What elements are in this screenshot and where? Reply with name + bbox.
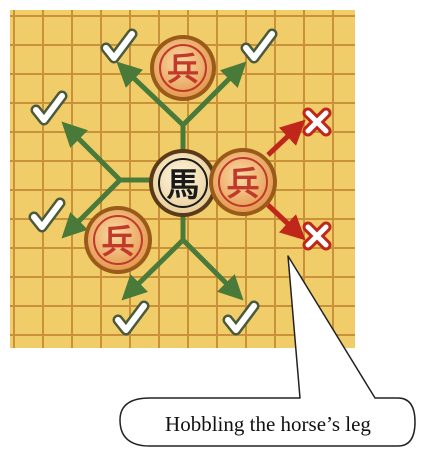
checkmark-icon bbox=[112, 300, 150, 336]
checkmark-icon bbox=[240, 28, 278, 64]
cross-icon bbox=[302, 221, 332, 251]
blocked-arrow-right-down bbox=[266, 203, 306, 241]
checkmark-icon bbox=[100, 28, 138, 64]
speech-callout: Hobbling the horse’s leg bbox=[119, 255, 416, 447]
caption-text: Hobbling the horse’s leg bbox=[165, 412, 371, 436]
checkmark-icon bbox=[30, 90, 68, 126]
pawn-right[interactable]: 兵 bbox=[209, 148, 277, 216]
checkmarks bbox=[28, 28, 278, 336]
crosses bbox=[302, 107, 332, 251]
arrow-down-right bbox=[181, 238, 244, 301]
pawn-bottom-left[interactable]: 兵 bbox=[84, 206, 152, 274]
pawn-bottom-left-char: 兵 bbox=[102, 222, 135, 261]
pawn-right-char: 兵 bbox=[227, 164, 260, 203]
cross-icon bbox=[302, 107, 332, 137]
callout-bubble bbox=[119, 255, 416, 447]
pawn-top[interactable]: 兵 bbox=[150, 35, 216, 101]
horse-piece[interactable]: 馬 bbox=[149, 149, 217, 217]
checkmark-icon bbox=[28, 197, 66, 233]
allowed-move-arrows bbox=[61, 61, 247, 301]
blocked-move-arrows bbox=[266, 119, 306, 241]
horse-char: 馬 bbox=[167, 165, 200, 204]
checkmark-icon bbox=[222, 300, 260, 336]
arrow-up-right bbox=[181, 61, 247, 127]
pawn-top-char: 兵 bbox=[167, 50, 199, 88]
arrow-left-down bbox=[61, 178, 122, 239]
blocked-arrow-right-up bbox=[266, 119, 306, 157]
